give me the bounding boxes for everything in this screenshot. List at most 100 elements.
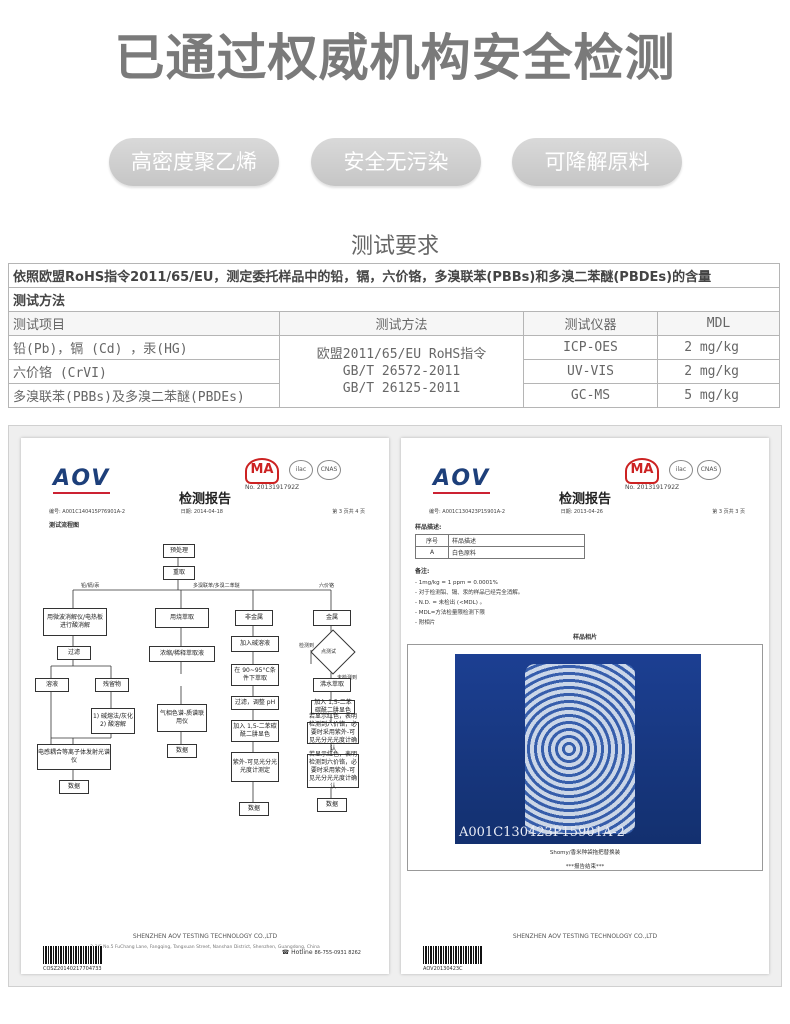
flow-step: 在 90~95°C条件下萃取 bbox=[231, 664, 279, 686]
company-address: 2-3/F,No.5 FuChang Lane, Fangqing, Tangx… bbox=[90, 945, 320, 950]
feature-pill-degradable: 可降解原料 bbox=[512, 138, 682, 186]
desc-col-header: 序号 bbox=[415, 534, 449, 547]
flow-step: 金属 bbox=[313, 610, 351, 626]
table-cell-item: 六价铬 (CrVI) bbox=[8, 359, 280, 384]
barcode-number: COSZ20140217704733 bbox=[43, 966, 102, 972]
test-requirement-table: 依照欧盟RoHS指令2011/65/EU，测定委托样品中的铅，镉，六价铬，多溴联… bbox=[8, 263, 780, 408]
mop-refill-bag-image bbox=[525, 664, 635, 834]
page-title: 已通过权威机构安全检测 bbox=[114, 29, 676, 87]
table-cell-instrument: ICP-OES bbox=[523, 335, 658, 360]
registration-number: No. 2013191792Z bbox=[625, 484, 680, 491]
aov-logo: AOV bbox=[53, 466, 111, 494]
report-meta: 编号: A001C140415P76901A-2 日期: 2014-04-18 … bbox=[49, 508, 365, 515]
report-page-number: 第 3 页共 3 页 bbox=[712, 509, 745, 515]
report-title: 检测报告 bbox=[558, 492, 611, 507]
cnas-seal-icon: CNAS bbox=[317, 460, 341, 480]
flow-branch-label: 六价铬 bbox=[319, 583, 335, 589]
sample-description-label: 样品描述: bbox=[415, 524, 442, 531]
desc-col-header: 样品描述 bbox=[448, 534, 585, 547]
table-cell-instrument: UV-VIS bbox=[523, 359, 658, 384]
flow-step: 沸水萃取 bbox=[313, 678, 351, 692]
flow-step: 若显示红色，表明检测到六价铬，必要时采用紫外-可见光分光光度计确认 bbox=[307, 713, 359, 752]
flow-step: 过滤，调整 pH bbox=[231, 696, 279, 710]
report-date: 日期: 2013-04-26 bbox=[560, 509, 603, 515]
flow-step: 非金属 bbox=[235, 610, 273, 626]
barcode-icon bbox=[423, 946, 483, 964]
section-title: 测试要求 bbox=[350, 234, 439, 259]
report-page-right: AOV MA ilac CNAS No. 2013191792Z 检测报告 编号… bbox=[401, 438, 769, 974]
registration-number: No. 2013191792Z bbox=[245, 484, 300, 491]
certification-seals: MA ilac CNAS No. 2013191792Z bbox=[245, 458, 365, 492]
hotline: ☎ Hotline 86-755-0931 8262 bbox=[282, 949, 361, 956]
table-cell-mdl: 2 mg/kg bbox=[657, 359, 780, 384]
report-end: ***报告结束*** bbox=[565, 864, 605, 870]
flow-step: 重取 bbox=[163, 566, 195, 580]
requirement-text: 依照欧盟RoHS指令2011/65/EU，测定委托样品中的铅，镉，六价铬，多溴联… bbox=[8, 263, 780, 288]
table-cell-instrument: GC-MS bbox=[523, 383, 658, 408]
report-scans: AOV MA ilac CNAS No. 2013191792Z 检测报告 编号… bbox=[8, 425, 782, 987]
ilac-seal-icon: ilac bbox=[669, 460, 693, 480]
ilac-seal-icon: ilac bbox=[289, 460, 313, 480]
feature-pills: 高密度聚乙烯 安全无污染 可降解原料 bbox=[0, 138, 790, 188]
method-line: 欧盟2011/65/EU RoHS指令 bbox=[316, 347, 487, 362]
feature-pill-hdpe: 高密度聚乙烯 bbox=[109, 138, 279, 186]
col-header-instrument: 测试仪器 bbox=[523, 311, 658, 336]
report-title: 检测报告 bbox=[178, 492, 231, 507]
table-cell-item: 铅(Pb)，镉 (Cd) ，汞(HG) bbox=[8, 335, 280, 360]
cnas-seal-icon: CNAS bbox=[697, 460, 721, 480]
photo-caption: Shomy/香米种袋拖把替换装 bbox=[549, 850, 621, 856]
flow-step: 过滤 bbox=[57, 646, 91, 660]
hotline-number: 86-755-0931 8262 bbox=[314, 950, 361, 956]
report-number: 编号: A001C140415P76901A-2 bbox=[49, 509, 126, 515]
report-meta: 编号: A001C130423P15901A-2 日期: 2013-04-26 … bbox=[429, 508, 745, 515]
sample-photo: A001C130423P15901A-2 bbox=[455, 654, 701, 844]
barcode-icon bbox=[43, 946, 103, 964]
flow-step: 溶液 bbox=[35, 678, 69, 692]
note-item: - 1mg/kg = 1 ppm = 0.0001% bbox=[415, 580, 498, 586]
barcode-number: AOV20130423C bbox=[423, 966, 463, 972]
table-cell-item: 多溴联苯(PBBs)及多溴二苯醚(PBDEs) bbox=[8, 383, 280, 408]
sample-description-table: 序号 样品描述 A 白色原料 bbox=[415, 534, 585, 559]
photo-title: 样品相片 bbox=[572, 634, 597, 641]
flow-step: 紫外-可见光分光光度计测定 bbox=[231, 752, 279, 782]
flow-title: 测试流程图 bbox=[49, 522, 80, 529]
flow-step: 加入碱溶液 bbox=[231, 636, 279, 652]
note-item: - 附相片 bbox=[415, 620, 436, 626]
method-line: GB/T 26572-2011 bbox=[342, 364, 461, 379]
table-cell-method: 欧盟2011/65/EU RoHS指令 GB/T 26572-2011 GB/T… bbox=[279, 335, 524, 408]
col-header-method: 测试方法 bbox=[279, 311, 524, 336]
photo-frame bbox=[407, 644, 763, 871]
company-name: SHENZHEN AOV TESTING TECHNOLOGY CO.,LTD bbox=[132, 933, 278, 940]
aov-logo: AOV bbox=[433, 466, 491, 494]
flow-step: 点测试 bbox=[321, 649, 337, 655]
note-item: - N.D. = 未检出 (<MDL) 。 bbox=[415, 600, 486, 606]
flowchart-lines bbox=[50, 556, 332, 802]
notes-label: 备注: bbox=[415, 568, 430, 575]
flow-step: 浓缩/稀释萃取液 bbox=[149, 646, 215, 662]
flow-branch-label: 铅/镉/汞 bbox=[81, 583, 100, 589]
col-header-item: 测试项目 bbox=[8, 311, 280, 336]
flow-step: 1) 碱熔法/灰化 2) 酸溶解 bbox=[91, 708, 135, 734]
certification-seals: MA ilac CNAS No. 2013191792Z bbox=[625, 458, 745, 492]
report-page-number: 第 3 页共 4 页 bbox=[332, 509, 365, 515]
hotline-icon: ☎ bbox=[281, 949, 290, 956]
method-line: GB/T 26125-2011 bbox=[342, 381, 461, 396]
flow-step: 用烧萃取 bbox=[155, 608, 209, 628]
report-date: 日期: 2014-04-18 bbox=[180, 509, 223, 515]
flow-step: 数据 bbox=[239, 802, 269, 816]
desc-cell: 白色原料 bbox=[448, 546, 585, 559]
feature-pill-safe: 安全无污染 bbox=[311, 138, 481, 186]
cma-seal-icon: MA bbox=[625, 458, 659, 484]
desc-cell: A bbox=[415, 546, 449, 559]
flow-step: 气相色谱-质谱联用仪 bbox=[157, 704, 207, 732]
flow-step: 数据 bbox=[59, 780, 89, 794]
table-cell-mdl: 5 mg/kg bbox=[657, 383, 780, 408]
flow-step: 电感耦合等离子体发射光谱仪 bbox=[37, 744, 111, 770]
note-item: - MDL=方法检量限检测下限 bbox=[415, 610, 485, 616]
flow-step: 用微波消解仪/电热板进行酸消解 bbox=[43, 608, 107, 636]
note-item: - 对于检测铅、镉、汞的样品已经完全消解。 bbox=[415, 590, 524, 596]
flow-branch-label: 多溴联苯/多溴二苯醚 bbox=[193, 583, 240, 589]
flow-step: 预处理 bbox=[163, 544, 195, 558]
notes-list: - 1mg/kg = 1 ppm = 0.0001% - 对于检测铅、镉、汞的样… bbox=[415, 578, 523, 628]
flow-step: 数据 bbox=[167, 744, 197, 758]
